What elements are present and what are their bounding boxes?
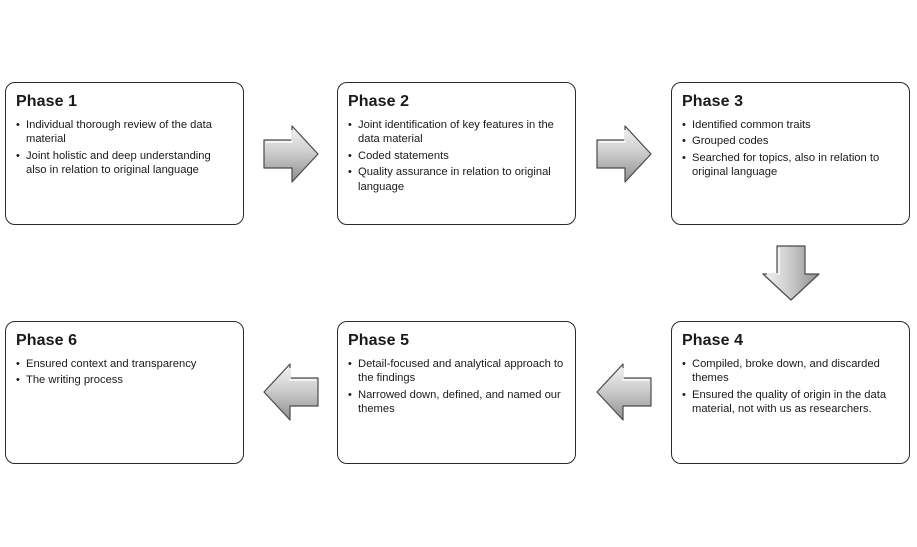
phase-5-item: Narrowed down, defined, and named our th…	[348, 388, 565, 417]
phase-5-item: Detail-focused and analytical approach t…	[348, 357, 565, 386]
phase-4-title: Phase 4	[682, 332, 744, 349]
phase-2-list: Joint identification of key features in …	[348, 118, 565, 194]
phase-1-item: Individual thorough review of the data m…	[16, 118, 233, 147]
down-arrow-icon	[762, 245, 820, 301]
phase-6-list: Ensured context and transparency The wri…	[16, 357, 233, 388]
phase-5-list: Detail-focused and analytical approach t…	[348, 357, 565, 417]
phase-3-item: Grouped codes	[682, 134, 899, 149]
phase-3-item: Searched for topics, also in relation to…	[682, 151, 899, 180]
phase-3-box: Phase 3 Identified common traits Grouped…	[671, 82, 910, 225]
phase-3-title: Phase 3	[682, 93, 744, 110]
phase-6-title: Phase 6	[16, 332, 78, 349]
right-arrow-icon	[596, 125, 652, 183]
phase-2-item: Quality assurance in relation to origina…	[348, 165, 565, 194]
left-arrow-icon	[596, 363, 652, 421]
left-arrow-icon	[263, 363, 319, 421]
phase-3-item: Identified common traits	[682, 118, 899, 133]
phase-6-item: The writing process	[16, 373, 233, 388]
phase-6-box: Phase 6 Ensured context and transparency…	[5, 321, 244, 464]
phase-1-title: Phase 1	[16, 93, 78, 110]
phase-1-item: Joint holistic and deep understanding al…	[16, 149, 233, 178]
phase-2-box: Phase 2 Joint identification of key feat…	[337, 82, 576, 225]
phase-2-item: Joint identification of key features in …	[348, 118, 565, 147]
phase-1-box: Phase 1 Individual thorough review of th…	[5, 82, 244, 225]
phase-3-list: Identified common traits Grouped codes S…	[682, 118, 899, 180]
phase-4-item: Ensured the quality of origin in the dat…	[682, 388, 899, 417]
phase-2-item: Coded statements	[348, 149, 565, 164]
phase-6-item: Ensured context and transparency	[16, 357, 233, 372]
phase-5-title: Phase 5	[348, 332, 410, 349]
phase-2-title: Phase 2	[348, 93, 410, 110]
right-arrow-icon	[263, 125, 319, 183]
phase-4-list: Compiled, broke down, and discarded them…	[682, 357, 899, 417]
phase-4-item: Compiled, broke down, and discarded them…	[682, 357, 899, 386]
phase-1-list: Individual thorough review of the data m…	[16, 118, 233, 178]
phase-4-box: Phase 4 Compiled, broke down, and discar…	[671, 321, 910, 464]
phase-5-box: Phase 5 Detail-focused and analytical ap…	[337, 321, 576, 464]
